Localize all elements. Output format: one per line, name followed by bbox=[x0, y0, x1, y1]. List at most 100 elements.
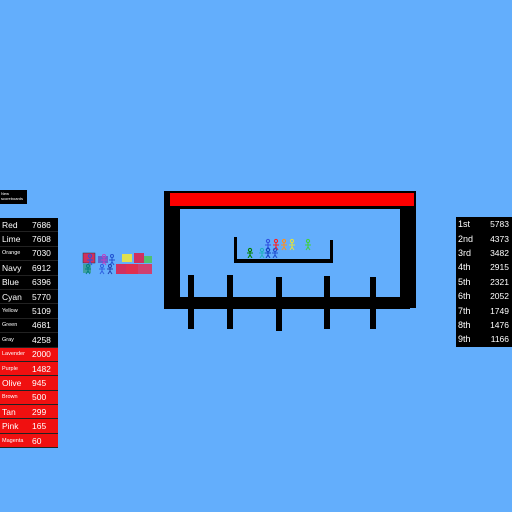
placement-score: 2052 bbox=[490, 291, 509, 302]
team-score: 7030 bbox=[32, 248, 51, 259]
team-name: Pink bbox=[2, 421, 19, 432]
team-score: 500 bbox=[32, 392, 47, 403]
cluster-block bbox=[144, 256, 152, 263]
stick-figure bbox=[101, 254, 107, 266]
team-score: 1482 bbox=[32, 363, 51, 374]
stick-figure bbox=[281, 238, 287, 251]
placement-label: 6th bbox=[458, 291, 471, 302]
scoreboard-row: Lavender 2000 bbox=[0, 347, 58, 362]
placement-label: 2nd bbox=[458, 233, 474, 244]
stick-figure bbox=[99, 264, 105, 275]
placement-label: 9th bbox=[458, 334, 471, 345]
team-name: Navy bbox=[2, 262, 22, 273]
team-score: 5109 bbox=[32, 306, 51, 317]
team-score: 2000 bbox=[32, 349, 51, 360]
cluster-block bbox=[126, 264, 138, 274]
lobby-tray-right bbox=[330, 240, 333, 263]
placement-row: 7th 1749 bbox=[456, 303, 512, 318]
placement-score: 4373 bbox=[490, 233, 509, 244]
stick-figure bbox=[259, 247, 265, 258]
stick-figure bbox=[107, 264, 113, 275]
stick-figure bbox=[85, 264, 91, 275]
placement-label: 5th bbox=[458, 276, 471, 287]
team-score: 6396 bbox=[32, 277, 51, 288]
lobby-tray-floor bbox=[234, 259, 333, 263]
team-name: Lime bbox=[2, 234, 21, 245]
scoreboard-row: Purple 1482 bbox=[0, 361, 58, 377]
team-name: Purple bbox=[2, 365, 18, 372]
scoreboard-hint: New scoreboards bbox=[0, 190, 27, 204]
waiting-players-cluster bbox=[82, 252, 152, 275]
team-name: Blue bbox=[2, 277, 20, 288]
team-score: 6912 bbox=[32, 262, 51, 273]
team-name: Olive bbox=[2, 377, 22, 388]
stick-figure bbox=[305, 238, 311, 251]
team-name: Magenta bbox=[2, 437, 24, 444]
team-name: Brown bbox=[2, 394, 18, 401]
placement-score: 5783 bbox=[490, 219, 509, 230]
support-leg bbox=[324, 276, 330, 329]
arena-right-wall bbox=[400, 192, 416, 308]
placement-row: 6th 2052 bbox=[456, 288, 512, 304]
scoreboard-row: Lime 7608 bbox=[0, 232, 58, 247]
cluster-block bbox=[134, 253, 144, 263]
placement-label: 4th bbox=[458, 262, 471, 273]
stick-figure bbox=[109, 254, 115, 266]
placement-score: 3482 bbox=[490, 247, 509, 258]
placement-score: 1749 bbox=[490, 305, 509, 316]
stick-figure bbox=[273, 238, 279, 251]
scoreboard-row: Magenta 60 bbox=[0, 433, 58, 449]
team-name: Yellow bbox=[2, 308, 18, 315]
scoreboard-row: Brown 500 bbox=[0, 390, 58, 406]
placement-label: 3rd bbox=[458, 247, 472, 258]
placement-row: 3rd 3482 bbox=[456, 245, 512, 261]
team-score: 7686 bbox=[32, 219, 51, 230]
placement-row: 2nd 4373 bbox=[456, 231, 512, 246]
team-score: 7608 bbox=[32, 234, 51, 245]
lobby-players bbox=[247, 238, 311, 258]
placement-row: 4th 2915 bbox=[456, 260, 512, 275]
scoreboard-row: Blue 6396 bbox=[0, 275, 58, 290]
scoreboard-row: Navy 6912 bbox=[0, 261, 58, 276]
stick-figure bbox=[87, 254, 93, 266]
placement-label: 7th bbox=[458, 305, 471, 316]
team-score: 299 bbox=[32, 406, 47, 417]
lobby-tray-left bbox=[234, 237, 237, 263]
stick-figure bbox=[289, 238, 295, 251]
stick-figure bbox=[265, 238, 271, 251]
scoreboard-row: Green 4681 bbox=[0, 318, 58, 334]
team-score: 4681 bbox=[32, 320, 51, 331]
team-name: Lavender bbox=[2, 351, 25, 358]
cluster-block bbox=[122, 254, 132, 262]
stick-figure bbox=[247, 247, 253, 258]
stick-figure bbox=[272, 247, 278, 258]
scoreboard-row: Orange 7030 bbox=[0, 246, 58, 262]
team-name: Green bbox=[2, 322, 18, 329]
team-score: 5770 bbox=[32, 291, 51, 302]
cluster-block bbox=[116, 264, 126, 274]
stick-figure bbox=[265, 247, 271, 258]
scoreboard-row: Yellow 5109 bbox=[0, 304, 58, 319]
placement-score: 2915 bbox=[490, 262, 509, 273]
support-leg bbox=[188, 275, 194, 329]
arena-left-wall bbox=[164, 192, 180, 308]
red-ceiling-bar bbox=[170, 193, 414, 206]
team-score: 60 bbox=[32, 435, 42, 446]
team-name: Gray bbox=[2, 336, 14, 343]
cluster-block bbox=[138, 264, 152, 274]
team-name: Orange bbox=[2, 250, 21, 257]
arena-floor bbox=[164, 297, 410, 309]
support-leg bbox=[227, 275, 233, 329]
